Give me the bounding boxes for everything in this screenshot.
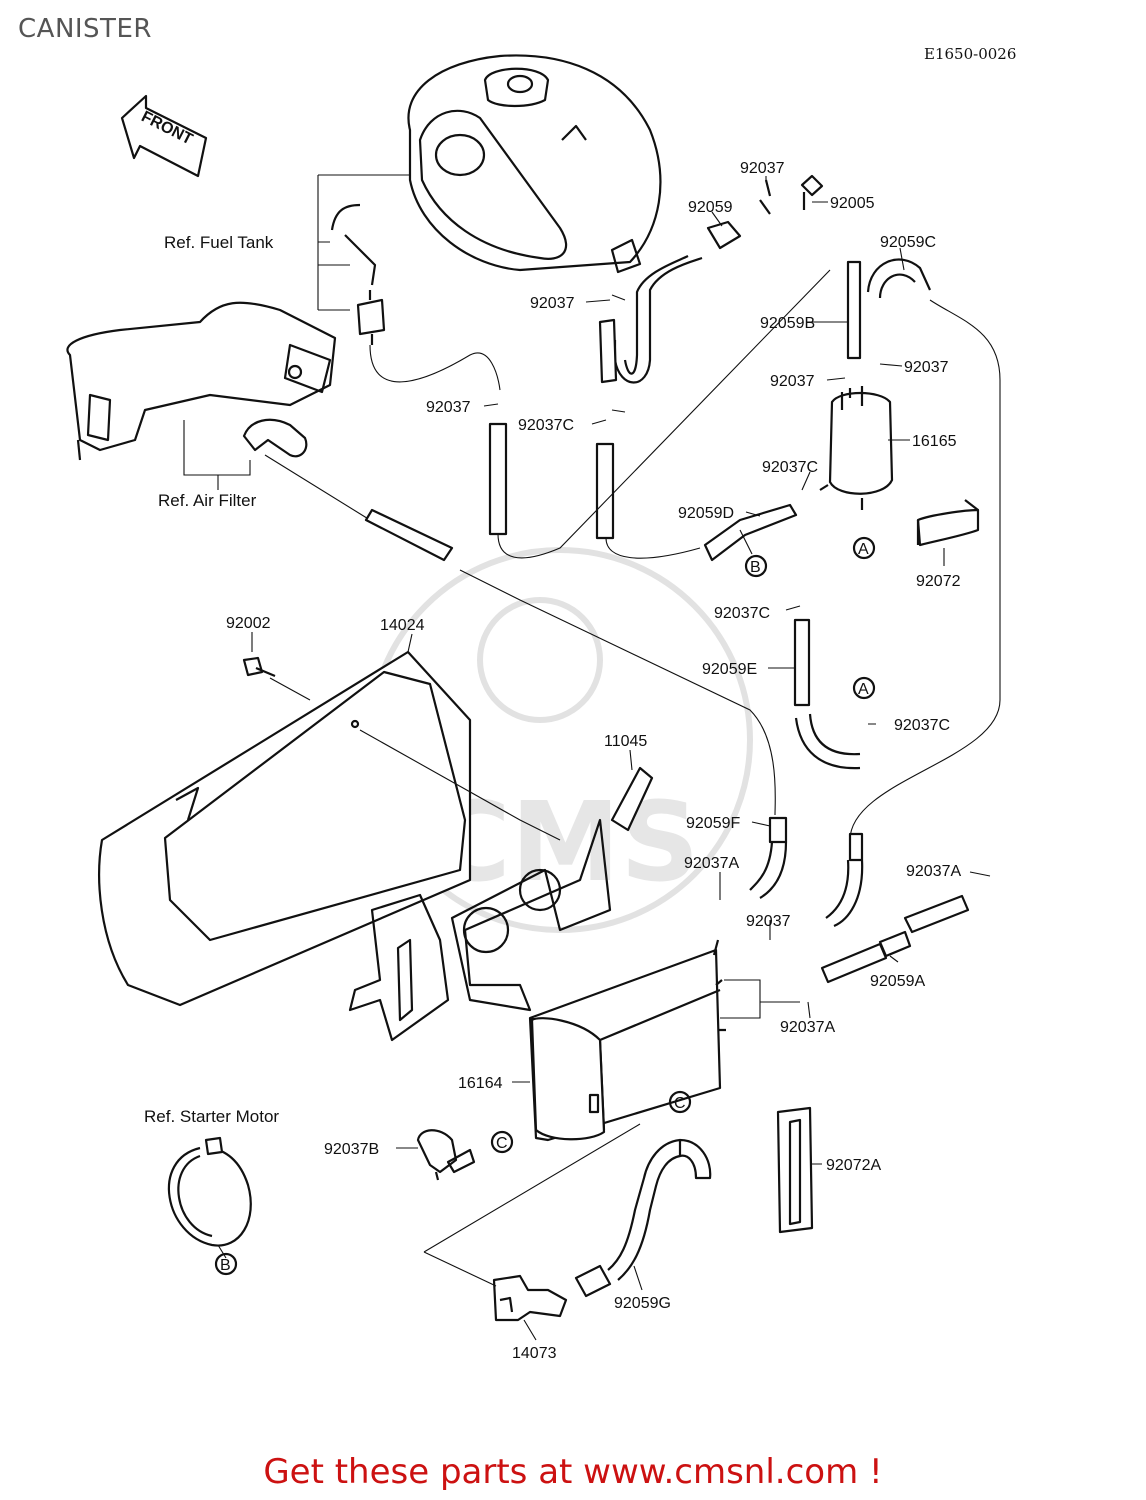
ref-fuel-tank-bracket [317, 174, 501, 391]
connector-marker-b-hose: B [744, 554, 768, 578]
part-label-92072: 92072 [916, 573, 961, 590]
mid-hoses [364, 508, 970, 984]
part-label-92037: 92037 [904, 359, 949, 376]
part-label-14073: 14073 [512, 1345, 557, 1362]
front-arrow-label: FRONT [138, 108, 195, 148]
part-label-92059d: 92059D [678, 505, 734, 522]
part-label-92059f: 92059F [686, 815, 740, 832]
leader-lines [251, 176, 991, 1341]
watermark-text: CMS [430, 778, 699, 906]
connector-marker-c-clamp: C [490, 1130, 514, 1154]
part-label-92037: 92037 [740, 160, 785, 177]
canister-bracket-drawing [348, 766, 654, 1042]
part-label-92059b: 92059B [760, 315, 815, 332]
ref-air-filter-label: Ref. Air Filter [158, 491, 257, 510]
part-label-92002: 92002 [226, 615, 271, 632]
part-label-92037: 92037 [530, 295, 575, 312]
parts-diagram: CMS FRONT [66, 54, 1001, 1362]
ref-air-filter-bracket [183, 418, 776, 816]
diagram-code: E1650-0026 [924, 45, 1017, 63]
canister-drawing [528, 939, 800, 1142]
fuel-tank-drawing [407, 54, 662, 274]
clip-92072-drawing [916, 499, 980, 547]
svg-text:C: C [674, 1095, 686, 1112]
part-label-92005: 92005 [830, 195, 875, 212]
air-filter-housing-drawing [66, 301, 337, 461]
part-label-92037b: 92037B [324, 1141, 379, 1158]
part-label-92059: 92059 [688, 199, 733, 216]
ref-fuel-tank-label: Ref. Fuel Tank [164, 233, 274, 252]
svg-text:C: C [496, 1135, 508, 1152]
svg-text:B: B [220, 1257, 231, 1274]
part-label-92059g: 92059G [614, 1295, 671, 1312]
part-label-92037c: 92037C [894, 717, 950, 734]
part-label-92072a: 92072A [826, 1157, 881, 1174]
fuel-filter-drawing [703, 386, 894, 562]
svg-text:A: A [858, 541, 869, 558]
part-label-92037: 92037 [770, 373, 815, 390]
part-label-92037a: 92037A [780, 1019, 835, 1036]
part-label-92059c: 92059C [880, 234, 936, 251]
connector-marker-b-band: B [214, 1252, 238, 1276]
upper-hoses [488, 174, 1001, 841]
svg-text:A: A [858, 681, 869, 698]
footer-promo-link[interactable]: Get these parts at www.cmsnl.com ! [263, 1452, 883, 1492]
part-label-92037c: 92037C [518, 417, 574, 434]
part-label-16165: 16165 [912, 433, 957, 450]
clamp-92037b-drawing [416, 1129, 476, 1181]
part-label-92037c: 92037C [714, 605, 770, 622]
front-arrow-icon: FRONT [120, 94, 208, 178]
part-label-92059a: 92059A [870, 973, 925, 990]
page-title: CANISTER [18, 14, 152, 44]
part-label-92059e: 92059E [702, 661, 757, 678]
starter-band-drawing [167, 1136, 252, 1259]
part-label-14024: 14024 [380, 617, 425, 634]
part-label-92037: 92037 [746, 913, 791, 930]
lower-hoses [423, 1106, 814, 1322]
part-label-16164: 16164 [458, 1075, 503, 1092]
part-label-92037a: 92037A [684, 855, 739, 872]
connector-marker-c-top: C [668, 1090, 692, 1114]
part-label-11045: 11045 [604, 733, 647, 750]
part-label-92037c: 92037C [762, 459, 818, 476]
svg-text:B: B [750, 559, 761, 576]
part-label-92037: 92037 [426, 399, 471, 416]
connector-marker-a-top: A [852, 536, 876, 560]
connector-marker-a-mid: A [852, 676, 876, 700]
watermark: CMS [367, 547, 753, 933]
part-label-92037a: 92037A [906, 863, 961, 880]
ref-starter-motor-label: Ref. Starter Motor [144, 1107, 279, 1126]
